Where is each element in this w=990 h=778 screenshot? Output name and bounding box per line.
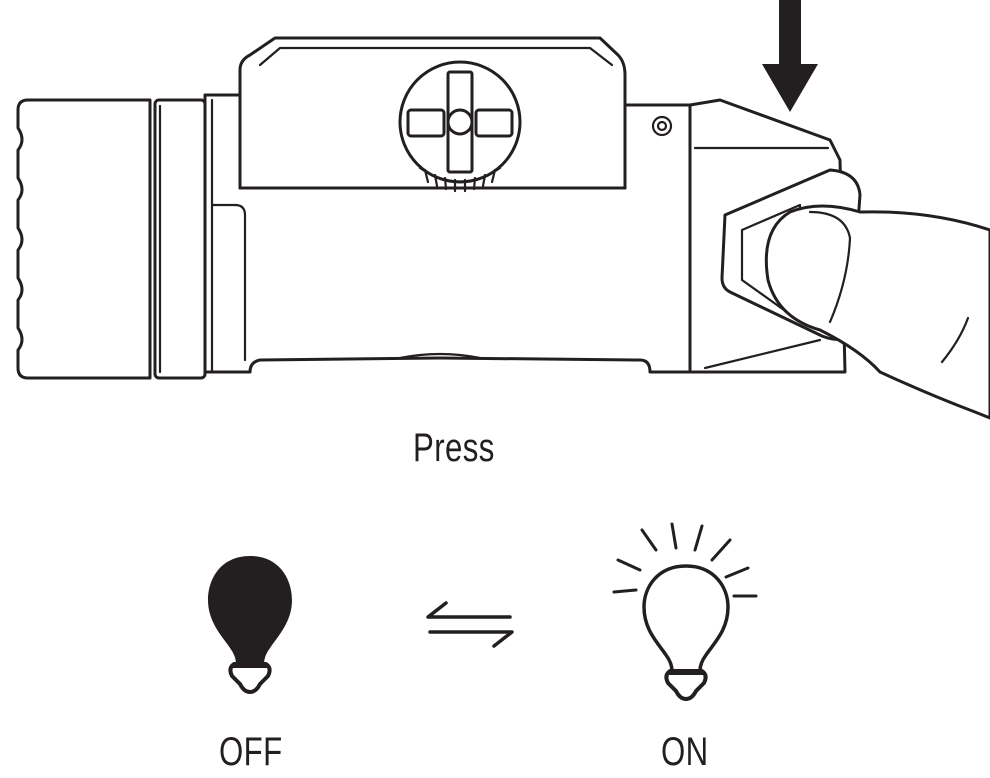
bulb-on-icon [612, 522, 758, 701]
flashlight-bezel [16, 98, 207, 380]
bulb-off-icon [208, 556, 292, 694]
arrow-down-icon [762, 0, 818, 112]
off-label: OFF [219, 730, 283, 774]
finger-icon [764, 204, 990, 420]
on-label: ON [661, 730, 709, 774]
press-label: Press [413, 426, 495, 470]
thumbscrew-icon [398, 60, 522, 193]
light-rays [612, 522, 758, 598]
small-screw-icon [651, 115, 673, 137]
flashlight-icon [16, 36, 862, 380]
toggle-arrows-icon [426, 601, 514, 648]
